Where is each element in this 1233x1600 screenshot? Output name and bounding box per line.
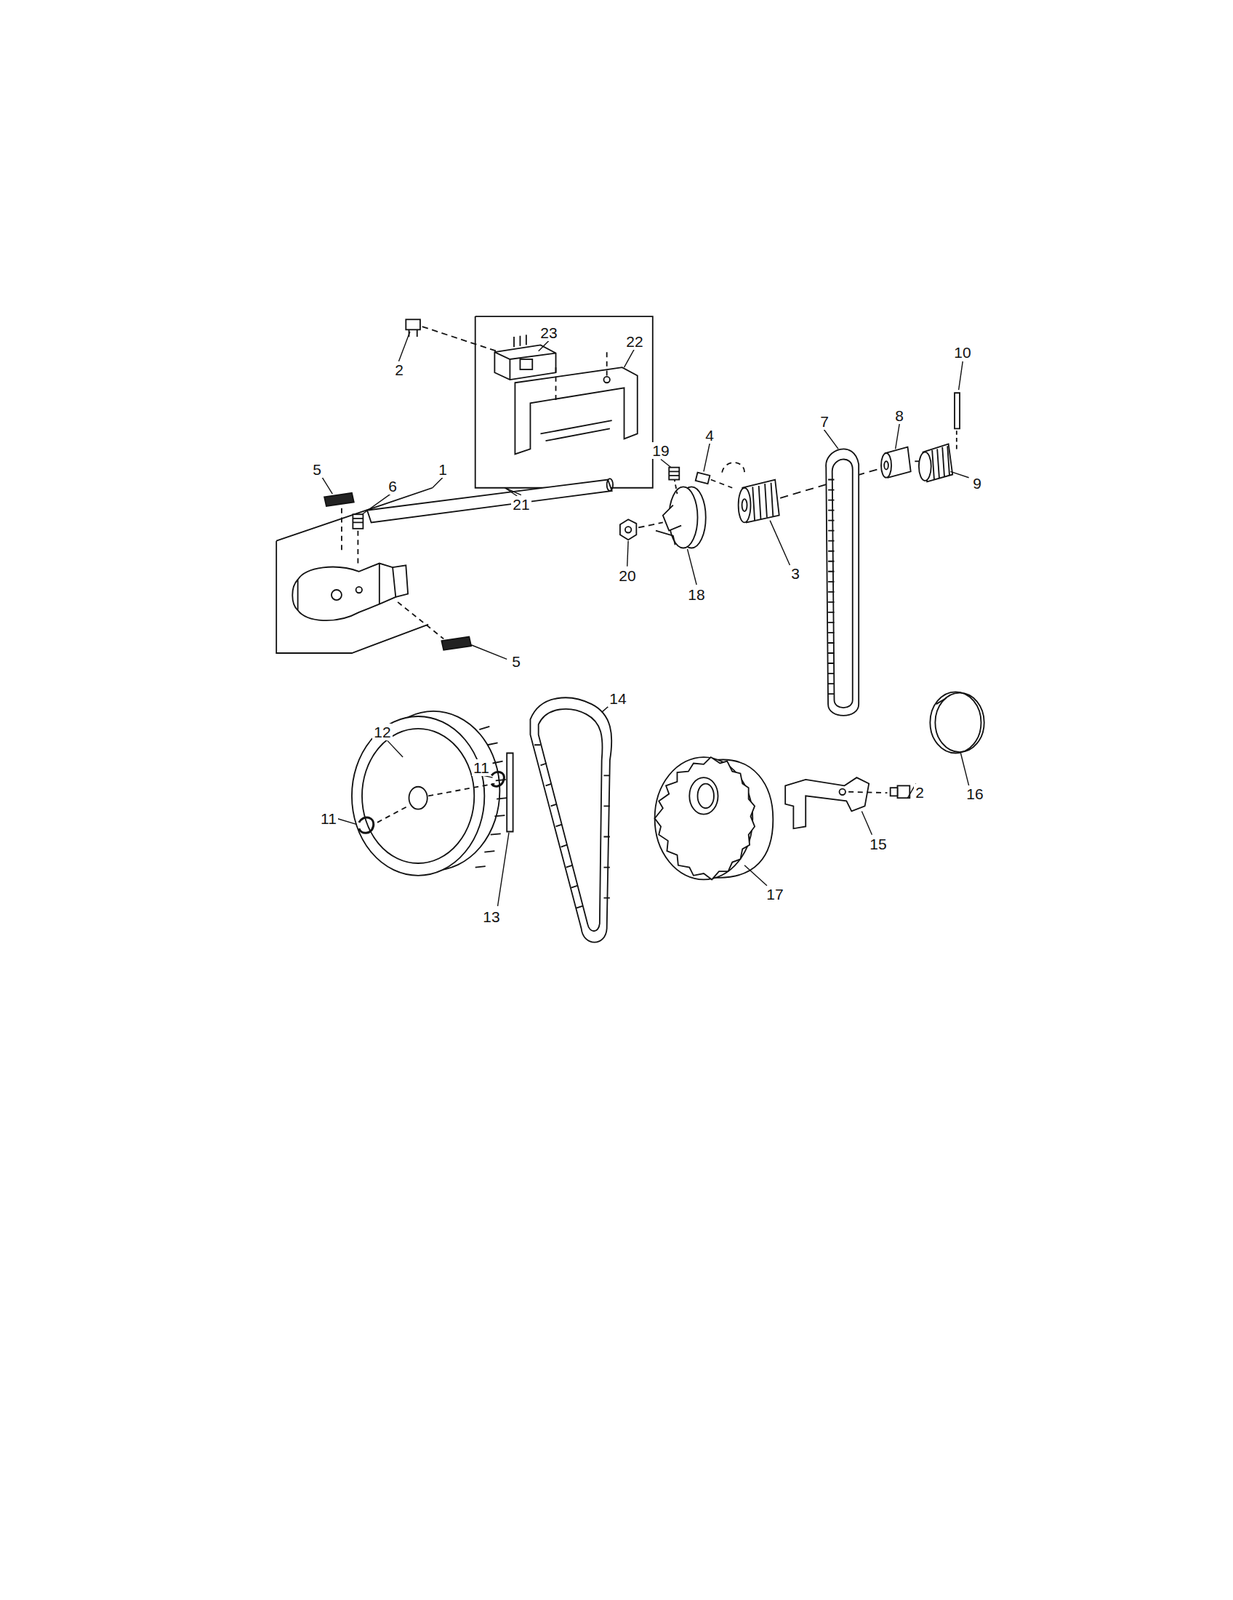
callout-number: 18 — [686, 585, 706, 603]
callout-number: 19 — [650, 442, 671, 459]
callout-number: 16 — [964, 785, 985, 802]
callout-number: 11 — [319, 809, 339, 827]
callout-number: 10 — [952, 343, 973, 361]
callout-number: 7 — [818, 412, 831, 430]
callout-number: 13 — [481, 908, 501, 925]
callout-number: 15 — [868, 835, 888, 853]
callout-number: 22 — [624, 332, 645, 350]
callout-number: 2 — [393, 361, 405, 379]
callout-number: 8 — [893, 407, 906, 424]
callout-number: 17 — [764, 885, 785, 903]
callout-number: 1 — [436, 460, 449, 478]
callout-number: 4 — [703, 426, 716, 444]
callout-number: 3 — [789, 564, 802, 582]
callout-number: 20 — [617, 567, 637, 584]
callout-number: 11 — [471, 758, 491, 776]
callout-number: 5 — [510, 652, 522, 670]
callout-number: 9 — [971, 474, 983, 492]
callout-number: 12 — [372, 723, 392, 741]
callout-number: 5 — [311, 460, 323, 478]
callout-number: 2 — [913, 783, 926, 801]
callout-number: 23 — [538, 324, 559, 341]
callout-number: 6 — [386, 477, 399, 495]
callout-number: 21 — [511, 495, 531, 513]
callout-number: 14 — [607, 689, 628, 707]
